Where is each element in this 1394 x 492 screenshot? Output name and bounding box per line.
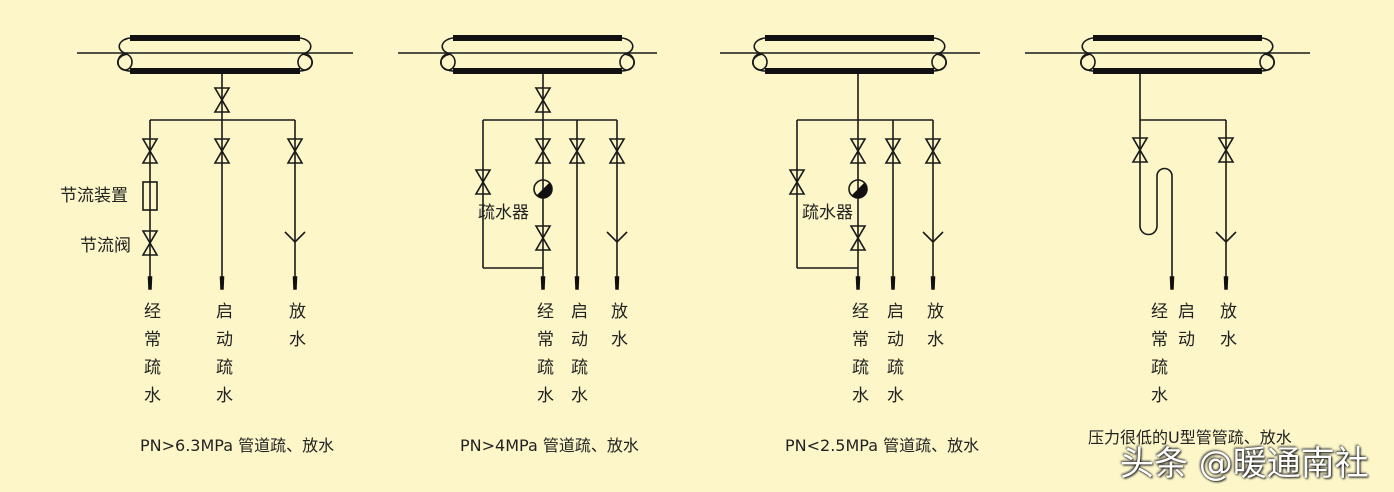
outlet-label-regular-drain: 经常疏水 bbox=[140, 302, 160, 414]
valve-icon bbox=[213, 87, 231, 113]
outlet-arrow-icon bbox=[1169, 276, 1175, 290]
valve-icon bbox=[534, 138, 552, 164]
outlet-label-blowdown: 放水 bbox=[923, 302, 943, 358]
outlet-arrow-icon bbox=[1223, 276, 1229, 290]
outlet-label-blowdown: 放水 bbox=[1216, 302, 1236, 358]
label-steam-trap: 疏水器 bbox=[802, 203, 853, 223]
valve-icon bbox=[849, 225, 867, 251]
outlet-arrow-icon bbox=[614, 276, 620, 290]
caption: PN>4MPa 管道疏、放水 bbox=[460, 436, 639, 455]
outlet-arrow-icon bbox=[292, 276, 298, 290]
outlet-label-regular-drain: 经常疏水 bbox=[848, 302, 868, 414]
outlet-arrow-icon bbox=[855, 276, 861, 290]
diagram-pn-2: 疏水器 PN<2.5MPa 管道疏、放水 bbox=[720, 35, 980, 455]
label-throttle-device: 节流装置 bbox=[60, 186, 128, 206]
outlet-label-startup-drain: 启动疏水 bbox=[883, 302, 903, 414]
outlet-label-regular-drain: 经常疏水 bbox=[1147, 302, 1167, 414]
outlet-arrow-icon bbox=[219, 276, 225, 290]
outlet-arrow-icon bbox=[540, 276, 546, 290]
valve-icon bbox=[1131, 137, 1149, 163]
header-pipe-end-loop bbox=[1080, 53, 1096, 71]
valve-icon bbox=[534, 87, 552, 113]
valve-icon bbox=[1217, 137, 1235, 163]
outlet-arrow-icon bbox=[574, 276, 580, 290]
steam-trap-fill bbox=[851, 182, 868, 199]
header-pipe-end-loop bbox=[1259, 53, 1275, 71]
steam-trap-fill bbox=[536, 182, 553, 199]
header-pipe-end-loop bbox=[931, 53, 947, 71]
diagram-u-tube: 压力很低的U型管管疏、放水 bbox=[1025, 35, 1310, 447]
outlet-label-regular-drain: 经常疏水 bbox=[533, 302, 553, 414]
header-pipe-end-loop bbox=[752, 53, 768, 71]
u-tube-pipe bbox=[1139, 167, 1173, 282]
outlet-label-startup: 启动 bbox=[1174, 302, 1194, 358]
watermark: 头条 @暖通南社 bbox=[1120, 444, 1369, 484]
valve-icon bbox=[286, 138, 304, 164]
outlet-arrow-icon bbox=[147, 276, 153, 290]
throttle-device-icon bbox=[142, 181, 158, 211]
valve-icon bbox=[568, 138, 586, 164]
outlet-label-blowdown: 放水 bbox=[285, 302, 305, 358]
label-steam-trap: 疏水器 bbox=[478, 203, 529, 223]
funnel-icon bbox=[922, 231, 944, 244]
caption: 压力很低的U型管管疏、放水 bbox=[1088, 428, 1292, 447]
outlet-label-startup-drain: 启动疏水 bbox=[212, 302, 232, 414]
valve-icon bbox=[534, 225, 552, 251]
header-pipe-end-loop bbox=[440, 53, 456, 71]
outlet-arrow-icon bbox=[930, 276, 936, 290]
funnel-icon bbox=[1215, 231, 1237, 244]
header-pipe-end-loop bbox=[117, 53, 133, 71]
valve-icon bbox=[141, 230, 159, 256]
valve-icon bbox=[141, 138, 159, 164]
valve-icon bbox=[608, 138, 626, 164]
valve-icon bbox=[474, 169, 492, 195]
header-pipe-end-loop bbox=[619, 53, 635, 71]
valve-icon bbox=[884, 138, 902, 164]
funnel-icon bbox=[284, 231, 306, 244]
caption: PN<2.5MPa 管道疏、放水 bbox=[785, 436, 979, 455]
funnel-icon bbox=[606, 231, 628, 244]
diagram-pn-1: 疏水器 PN>4MPa 管道疏、放水 bbox=[398, 35, 657, 455]
outlet-arrow-icon bbox=[890, 276, 896, 290]
valve-icon bbox=[924, 138, 942, 164]
label-throttle-valve: 节流阀 bbox=[80, 236, 131, 256]
valve-icon bbox=[788, 169, 806, 195]
caption: PN>6.3MPa 管道疏、放水 bbox=[140, 436, 334, 455]
outlet-label-blowdown: 放水 bbox=[607, 302, 627, 358]
valve-icon bbox=[849, 138, 867, 164]
valve-icon bbox=[213, 138, 231, 164]
outlet-label-startup-drain: 启动疏水 bbox=[567, 302, 587, 414]
header-pipe-end-loop bbox=[297, 53, 313, 71]
